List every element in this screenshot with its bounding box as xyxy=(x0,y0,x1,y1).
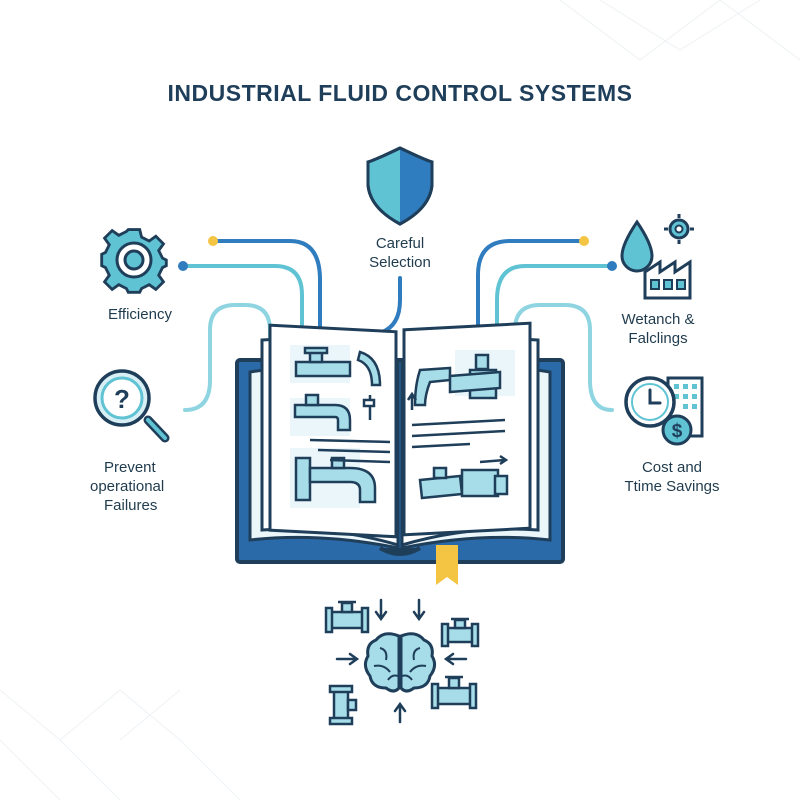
svg-text:$: $ xyxy=(672,421,683,442)
label-cost-savings-line-1: Cost and xyxy=(641,459,703,476)
gear-icon xyxy=(100,228,168,294)
magnifier-question-icon: ? xyxy=(93,369,170,443)
connector-cost xyxy=(513,303,614,412)
label-efficiency: Efficiency xyxy=(90,305,190,324)
clock-dollar-icon: $ xyxy=(624,376,704,446)
label-efficiency-line-1: Efficiency xyxy=(108,306,172,323)
page-title: INDUSTRIAL FLUID CONTROL SYSTEMS xyxy=(167,80,633,106)
label-prevent-failures-line-2: operational xyxy=(90,478,165,495)
label-prevent-failures-line-3: Failures xyxy=(104,497,158,514)
connector-dot-navy-right xyxy=(607,261,617,271)
label-careful-selection: Careful Selection xyxy=(340,234,460,272)
label-prevent-failures-line-1: Prevent xyxy=(104,459,156,476)
open-book-icon xyxy=(235,321,565,585)
valve-icon xyxy=(328,684,358,726)
label-careful-selection-line-2: Selection xyxy=(369,254,431,271)
label-prevent-failures: Prevent operational Failures xyxy=(80,458,190,515)
label-cost-savings: Cost and Ttime Savings xyxy=(602,458,742,496)
arrows xyxy=(335,598,468,724)
bookmark-ribbon xyxy=(436,545,458,585)
connector-prevent xyxy=(183,303,272,412)
valve-icon xyxy=(440,617,480,648)
connector-dot-gold-left xyxy=(208,236,218,246)
label-wetanch-line-1: Wetanch & xyxy=(621,311,695,328)
svg-text:?: ? xyxy=(114,384,130,414)
label-wetanch: Wetanch & Falclings xyxy=(598,310,718,348)
factory-drop-gear-icon xyxy=(620,214,694,300)
valve-icon xyxy=(324,600,370,634)
connector-dot-gold-right xyxy=(579,236,589,246)
brain-icon xyxy=(363,632,437,693)
label-wetanch-line-2: Falclings xyxy=(628,330,688,347)
connector-lines xyxy=(178,236,617,412)
connector-wetanch-mid xyxy=(495,264,612,337)
connector-dot-navy-left xyxy=(178,261,188,271)
label-careful-selection-line-1: Careful xyxy=(375,235,425,252)
valve-icon xyxy=(430,675,478,710)
connector-efficiency-top xyxy=(213,239,322,337)
connector-efficiency-mid xyxy=(183,264,304,337)
connector-careful xyxy=(348,276,402,337)
shield-icon xyxy=(366,146,434,226)
label-cost-savings-line-2: Ttime Savings xyxy=(624,478,720,495)
connector-wetanch-top xyxy=(476,239,584,332)
